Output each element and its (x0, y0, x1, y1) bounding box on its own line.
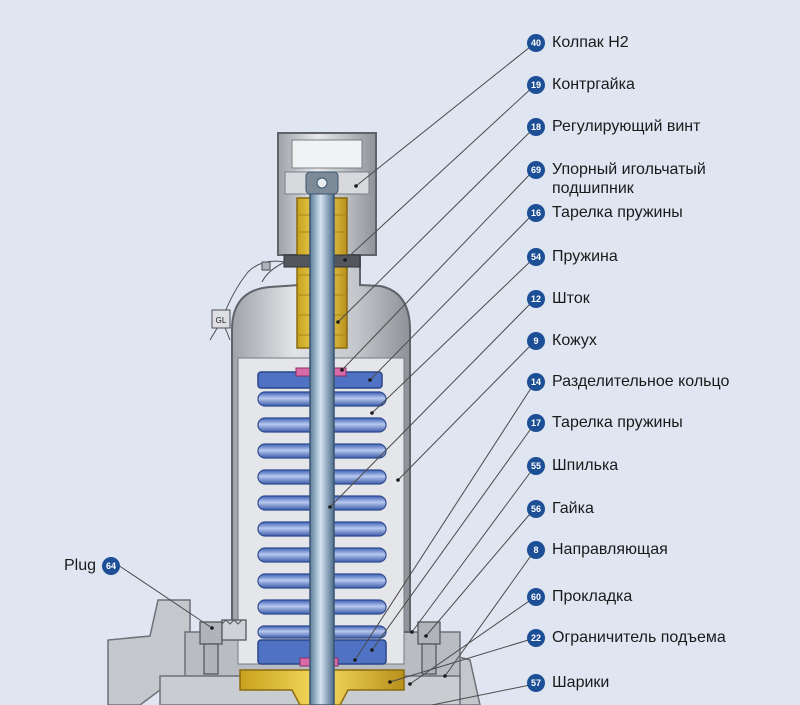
callout-cap: 40 Колпак H2 (527, 33, 629, 52)
callout-number: 8 (527, 541, 545, 559)
callout-label: Тарелка пружины (552, 414, 683, 431)
callout-label: Колпак H2 (552, 34, 629, 51)
callout-label: Кожух (552, 332, 597, 349)
plug-number: 64 (102, 556, 121, 575)
callout-spacer-ring: 14 Разделительное кольцо (527, 372, 729, 391)
seal-tag-label: GL (216, 316, 227, 325)
callout-housing: 9 Кожух (527, 331, 597, 350)
callout-spring: 54 Пружина (527, 247, 618, 266)
callout-number: 40 (527, 34, 545, 52)
callout-number: 69 (527, 161, 545, 179)
plug-label: Plug (64, 557, 97, 574)
callout-plug: Plug 64 (64, 556, 121, 575)
callout-number: 9 (527, 332, 545, 350)
callout-number: 17 (527, 414, 545, 432)
callout-guide: 8 Направляющая (527, 540, 668, 559)
callout-number: 14 (527, 373, 545, 391)
callout-lock-nut: 19 Контргайка (527, 75, 635, 94)
callout-number: 22 (527, 629, 545, 647)
callout-stem: 12 Шток (527, 289, 590, 308)
plug (221, 619, 247, 641)
callout-label: Упорный игольчатый подшипник (552, 161, 706, 197)
callout-number: 54 (527, 248, 545, 266)
callout-balls: 57 Шарики (527, 673, 609, 692)
seal-tag (211, 309, 231, 329)
callout-thrust-bearing: 69 Упорный игольчатый подшипник (527, 160, 706, 198)
callout-stud: 55 Шпилька (527, 456, 618, 475)
callout-gasket: 60 Прокладка (527, 587, 632, 606)
callout-lift-stop: 22 Ограничитель подъема (527, 628, 726, 647)
callout-number: 55 (527, 457, 545, 475)
callout-label: Контргайка (552, 76, 635, 93)
callout-label: Шпилька (552, 457, 619, 474)
callout-label: Разделительное кольцо (552, 373, 730, 390)
callout-number: 19 (527, 76, 545, 94)
stem (309, 189, 335, 705)
callout-label: Направляющая (552, 541, 668, 558)
callout-number: 12 (527, 290, 545, 308)
callout-label: Пружина (552, 248, 618, 265)
leader-dots (210, 184, 447, 686)
callout-label: Прокладка (552, 588, 633, 605)
callout-nut: 56 Гайка (527, 499, 594, 518)
callout-upper-spring-plate: 16 Тарелка пружины (527, 203, 683, 222)
callout-label: Гайка (552, 500, 594, 517)
callout-label: Шток (552, 290, 590, 307)
callout-adjusting-screw: 18 Регулирующий винт (527, 117, 700, 136)
callout-number: 16 (527, 204, 545, 222)
leader-lines (117, 42, 536, 705)
callout-number: 60 (527, 588, 545, 606)
callout-lower-spring-plate: 17 Тарелка пружины (527, 413, 683, 432)
callout-number: 56 (527, 500, 545, 518)
callout-label: Тарелка пружины (552, 204, 683, 221)
callout-label: Регулирующий винт (552, 118, 701, 135)
callout-label: Ограничитель подъема (552, 629, 726, 646)
callout-number: 57 (527, 674, 545, 692)
callout-label: Шарики (552, 674, 610, 691)
callout-number: 18 (527, 118, 545, 136)
